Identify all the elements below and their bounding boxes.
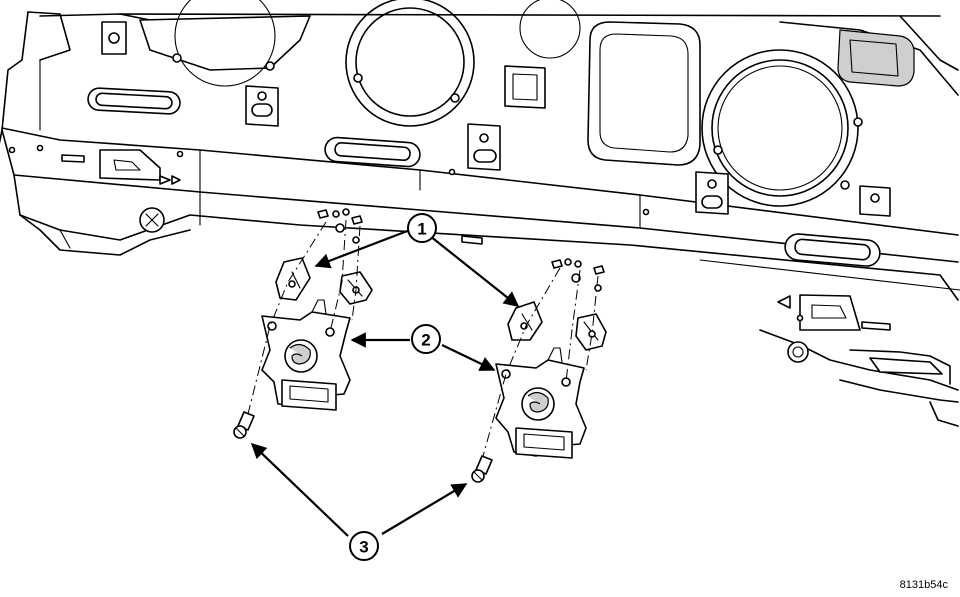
clip-right-b — [575, 313, 607, 351]
callout-3-number: 3 — [359, 538, 368, 557]
screw-right — [471, 455, 493, 483]
callout-2: 2 — [411, 324, 441, 354]
clip-right-a — [507, 301, 543, 341]
latch-bracket-left — [261, 299, 351, 411]
callout-1: 1 — [407, 213, 437, 243]
instrument-panel-structure — [0, 0, 960, 427]
clip-left-a — [275, 257, 311, 301]
latch-bracket-right — [495, 347, 587, 459]
callout-1-number: 1 — [417, 220, 426, 239]
callout-3: 3 — [349, 531, 379, 561]
panel-fastener-markers — [317, 208, 605, 292]
screw-left — [233, 411, 255, 439]
leader-lines — [250, 228, 520, 537]
figure-code: 8131b54c — [899, 579, 948, 591]
callout-2-number: 2 — [421, 331, 430, 350]
assembly-centerlines — [243, 219, 599, 475]
